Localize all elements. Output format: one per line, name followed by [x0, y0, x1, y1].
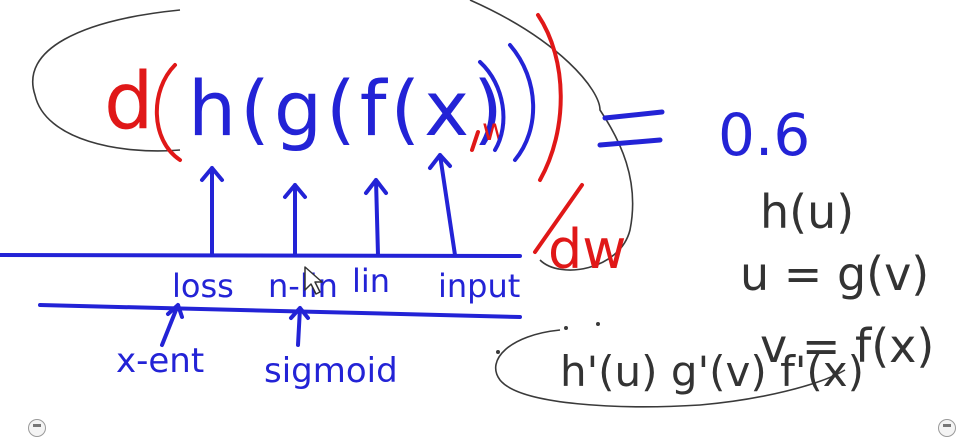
label-xent: x-ent — [116, 341, 204, 381]
pencil-loop-right — [469, 0, 634, 271]
label-loss: loss — [172, 267, 234, 305]
arrow-nlin — [283, 183, 307, 257]
red-open-paren — [154, 63, 182, 162]
arrow-sigmoid — [289, 306, 310, 347]
arrow-loss — [200, 166, 224, 257]
arrow-input — [428, 153, 457, 257]
label-sigmoid: sigmoid — [264, 351, 398, 391]
pencil-dot-2 — [596, 322, 600, 326]
equals-sign — [597, 109, 665, 148]
expression-main: h(g(f(x) — [188, 64, 507, 153]
label-nlin: n-lin — [268, 267, 338, 305]
circle-button-icon[interactable] — [28, 419, 46, 437]
result-value: 0.6 — [718, 101, 810, 169]
pencil-loop-left — [32, 9, 181, 152]
red-slash — [533, 183, 584, 254]
note-v-equals-f: v = f(x) — [760, 319, 934, 373]
arrow-lin — [364, 178, 388, 257]
dw-symbol: dw — [548, 218, 626, 281]
arrow-xent — [160, 303, 184, 347]
note-u-equals-g: u = g(v) — [740, 247, 929, 301]
d-symbol: d — [104, 57, 154, 147]
red-comma — [470, 130, 480, 152]
pencil-loop-product — [494, 329, 846, 408]
pencil-dot-1 — [564, 326, 568, 330]
lower-horizontal-line — [38, 303, 522, 319]
whiteboard-canvas: d h(g(f(x) w 0.6 dw loss n-lin lin input… — [0, 0, 934, 408]
label-lin: lin — [352, 262, 390, 300]
pencil-dot-3 — [496, 350, 500, 354]
red-close-paren — [536, 13, 563, 182]
note-h-of-u: h(u) — [760, 185, 854, 239]
label-input: input — [438, 267, 520, 305]
blue-close-paren-1 — [478, 60, 506, 152]
chain-rule-product: h'(u) g'(v) f'(x) — [560, 347, 864, 396]
circle-button-icon[interactable] — [938, 419, 956, 437]
blue-close-paren-2 — [508, 43, 536, 162]
upper-horizontal-line — [0, 253, 522, 258]
cursor-icon — [304, 266, 323, 295]
